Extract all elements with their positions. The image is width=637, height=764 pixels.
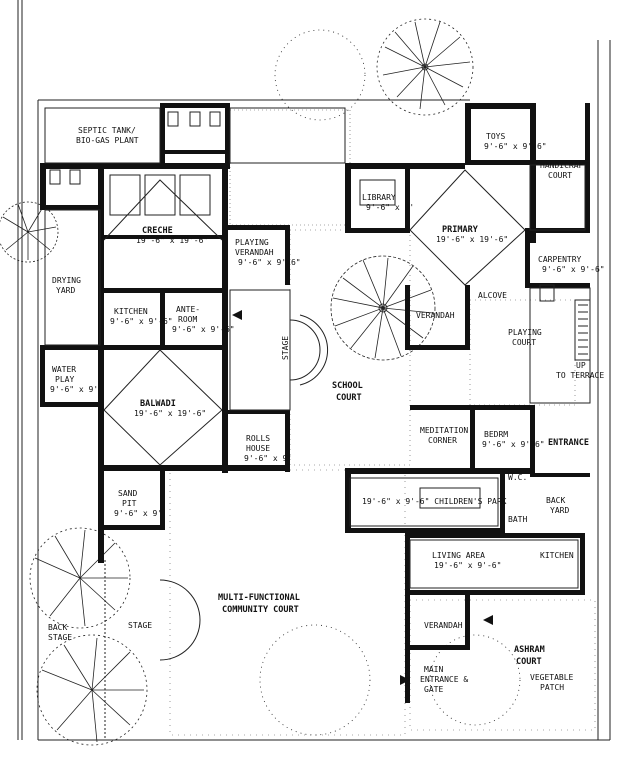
label-kitchen-left: KITCHEN <box>114 307 148 316</box>
tree-center <box>330 255 436 361</box>
walls <box>40 103 590 703</box>
label-living-area: LIVING AREA <box>432 551 485 560</box>
label-stair-up: UP <box>576 361 586 370</box>
label-ashram-court-1: ASHRAM <box>514 645 545 655</box>
tree-bottom-center <box>259 624 371 736</box>
label-verandah-mid: VERANDAH <box>416 311 455 320</box>
label-library: LIBRARY <box>362 193 396 202</box>
tree-bottom-left-1 <box>29 527 131 629</box>
label-sand-pit-dim: 9'-6" x 9' <box>114 509 162 518</box>
tree-top-center <box>274 29 366 121</box>
interior-lines <box>44 107 591 740</box>
label-ashram-court-2: COURT <box>516 657 542 667</box>
label-school-court-1: SCHOOL <box>332 381 363 391</box>
label-balwadi-dim: 19'-6" x 19'-6" <box>134 409 206 418</box>
label-toys-dim: 9'-6" x 9'-6" <box>484 142 547 151</box>
tree-bottom-right <box>429 634 521 726</box>
label-drying-yard-2: YARD <box>56 286 75 295</box>
label-main-entrance-3: GATE <box>424 685 443 694</box>
label-rolls-house-dim: 9'-6" x 9' <box>244 454 292 463</box>
arrow-main-entrance-icon <box>400 675 410 685</box>
label-ante-room-dim: 9'-6" x 9'-6" <box>172 325 235 334</box>
label-sand-pit-1: SAND <box>118 489 137 498</box>
label-bath: BATH <box>508 515 527 524</box>
label-stage: STAGE <box>128 621 152 630</box>
label-kitchen-left-dim: 9'-6" x 9'-6" <box>110 317 173 326</box>
label-primary-dim: 19'-6" x 19'-6" <box>436 235 508 244</box>
label-creche: CRECHE <box>142 226 173 236</box>
label-sand-pit-2: PIT <box>122 499 137 508</box>
label-water-play-dim: 9'-6" x 9' <box>50 385 98 394</box>
label-ante-room-2: ROOM <box>178 315 197 324</box>
label-community-court-2: COMMUNITY COURT <box>222 605 299 615</box>
label-playing-verandah-1: PLAYING <box>235 238 269 247</box>
label-septic-tank-1: SEPTIC TANK/ <box>78 126 136 135</box>
label-drying-yard-1: DRYING <box>52 276 81 285</box>
label-living-area-dim: 19'-6" x 9'-6" <box>434 561 501 570</box>
label-toys: TOYS <box>486 132 505 141</box>
tree-bottom-left-2 <box>36 634 148 746</box>
label-alcove: ALCOVE <box>478 291 507 300</box>
site-boundary <box>17 0 611 741</box>
label-community-court-1: MULTI-FUNCTIONAL <box>218 593 300 603</box>
label-rolls-house-2: HOUSE <box>246 444 270 453</box>
label-carpentry-dim: 9'-6" x 9'-6" <box>542 265 605 274</box>
label-verandah-lower: VERANDAH <box>424 621 463 630</box>
label-entrance: ENTRANCE <box>548 438 589 448</box>
label-handicraft-2: COURT <box>548 171 572 180</box>
label-bedroom-dim: 9'-6" x 9'-6" <box>482 440 545 449</box>
label-playing-verandah-2: VERANDAH <box>235 248 274 257</box>
tree-left <box>0 201 59 263</box>
label-rolls-house-1: ROLLS <box>246 434 270 443</box>
label-ante-room-1: ANTE- <box>176 305 200 314</box>
label-bedroom: BEDRM <box>484 430 508 439</box>
label-wc: W.C. <box>508 473 527 482</box>
label-vegetable-2: PATCH <box>540 683 564 692</box>
label-playing-court-1: PLAYING <box>508 328 542 337</box>
label-septic-tank-2: BIO-GAS PLANT <box>76 136 139 145</box>
label-primary: PRIMARY <box>442 225 479 235</box>
label-vegetable-1: VEGETABLE <box>530 673 574 682</box>
label-water-play-1: WATER <box>52 365 76 374</box>
label-meditation-1: MEDITATION <box>420 426 468 435</box>
label-library-dim: 9'-6" x 9' <box>366 203 414 212</box>
label-carpentry: CARPENTRY <box>538 255 582 264</box>
label-stage-small: STAGE <box>281 336 290 360</box>
arrow-verandah-icon <box>483 615 493 625</box>
label-handicraft-1: HANDICRAFT <box>540 161 588 170</box>
label-balwadi: BALWADI <box>140 399 176 409</box>
entrance-arrows <box>232 310 493 685</box>
label-meditation-2: CORNER <box>428 436 457 445</box>
label-playing-court-2: COURT <box>512 338 536 347</box>
label-childrens-park: 19'-6" x 9'-6" CHILDREN'S PARK <box>362 497 507 506</box>
label-water-play-2: PLAY <box>55 375 74 384</box>
label-stair-terrace: TO TERRACE <box>556 371 604 380</box>
room-labels: SEPTIC TANK/ BIO-GAS PLANT TOYS 9'-6" x … <box>48 126 605 694</box>
label-back-yard-2: YARD <box>550 506 569 515</box>
label-main-entrance-1: MAIN <box>424 665 443 674</box>
label-back-stage-1: BACK <box>48 623 67 632</box>
label-main-entrance-2: ENTRANCE & <box>420 675 468 684</box>
arrow-ante-icon <box>232 310 242 320</box>
label-playing-verandah-dim: 9'-6" x 9'-6" <box>238 258 301 267</box>
label-school-court-2: COURT <box>336 393 362 403</box>
label-back-stage-2: STAGE <box>48 633 72 642</box>
label-kitchen-right: KITCHEN <box>540 551 574 560</box>
tree-top-right <box>376 18 474 116</box>
label-creche-dim: 19'-6" x 19'-6" <box>136 236 208 245</box>
label-back-yard-1: BACK <box>546 496 565 505</box>
